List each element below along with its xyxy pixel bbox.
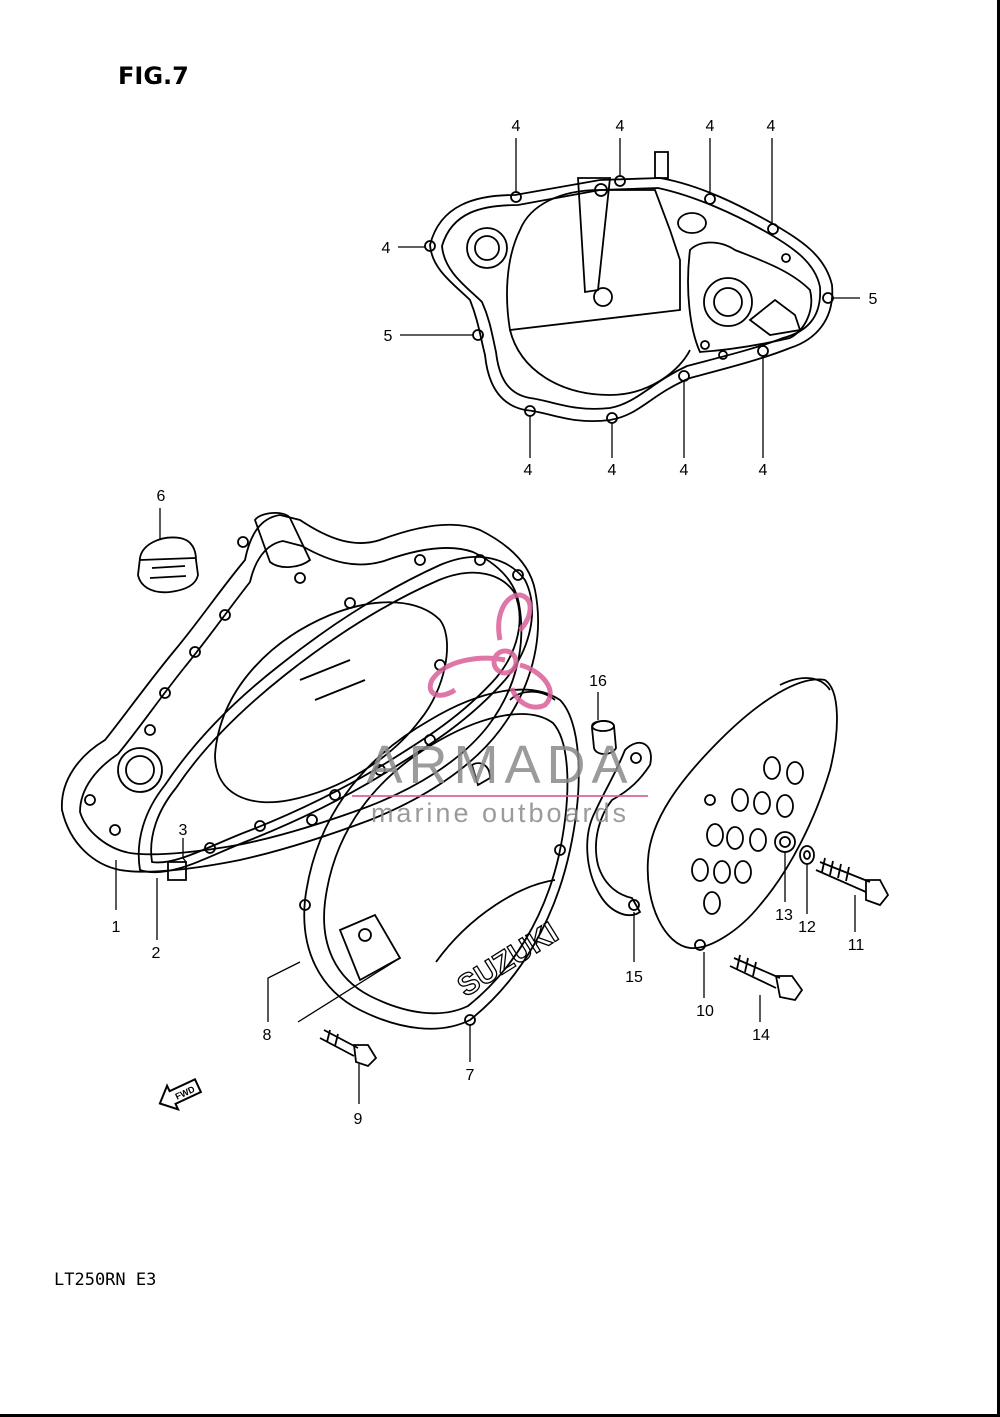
callout-5: 5 [869, 291, 878, 308]
callout-4: 4 [608, 462, 617, 479]
bolt-11 [815, 857, 890, 907]
bolt-14 [729, 954, 804, 1001]
callout-4: 4 [382, 240, 391, 257]
callout-leaders-top [398, 138, 860, 458]
callout-4: 4 [680, 462, 689, 479]
suzuki-logo: SUZUKI [452, 916, 564, 1003]
callout-12: 12 [798, 919, 816, 936]
callout-4: 4 [524, 462, 533, 479]
model-code: LT250RN E3 [54, 1270, 157, 1290]
collar [591, 720, 617, 755]
callout-16: 16 [589, 673, 607, 690]
frame-border-bottom [0, 1414, 1000, 1417]
callout-4: 4 [767, 118, 776, 135]
callout-leaders-lower [115, 508, 856, 1104]
callout-5: 5 [384, 328, 393, 345]
callout-4: 4 [706, 118, 715, 135]
crankcase-cover [61, 512, 539, 881]
callout-14: 14 [752, 1027, 770, 1044]
watermark-brand: ARMADA [366, 735, 633, 795]
armada-watermark: ARMADA marine outboards [352, 592, 648, 828]
figure-title: FIG.7 [118, 62, 189, 90]
callout-13: 13 [775, 907, 793, 924]
callout-8: 8 [263, 1027, 272, 1044]
callout-4: 4 [759, 462, 768, 479]
callout-labels-lower: 6 1 2 3 8 7 9 16 15 10 13 12 11 14 [112, 488, 865, 1128]
callout-2: 2 [152, 945, 161, 962]
callout-11: 11 [848, 937, 865, 954]
crankcase-gasket-top [424, 151, 834, 424]
callout-1: 1 [112, 919, 121, 936]
callout-3: 3 [179, 822, 188, 839]
callout-6: 6 [157, 488, 166, 505]
oil-filler-cap [137, 536, 199, 594]
callout-4: 4 [616, 118, 625, 135]
callout-10: 10 [696, 1003, 714, 1020]
bolt-9 [319, 1029, 378, 1068]
washer [799, 845, 815, 865]
sprocket-cover [646, 677, 838, 951]
watermark-tagline: marine outboards [371, 798, 629, 828]
frame-border-right [997, 0, 1000, 1417]
callout-labels-top: 4 4 4 4 4 5 5 4 4 4 4 [382, 118, 878, 479]
callout-4: 4 [512, 118, 521, 135]
callout-15: 15 [625, 969, 643, 986]
sprocket-cover-gasket [586, 741, 652, 917]
callout-7: 7 [466, 1067, 475, 1084]
callout-9: 9 [354, 1111, 363, 1128]
forward-arrow-icon: FWD [158, 1078, 203, 1111]
watermark-logo-icon [427, 592, 553, 710]
